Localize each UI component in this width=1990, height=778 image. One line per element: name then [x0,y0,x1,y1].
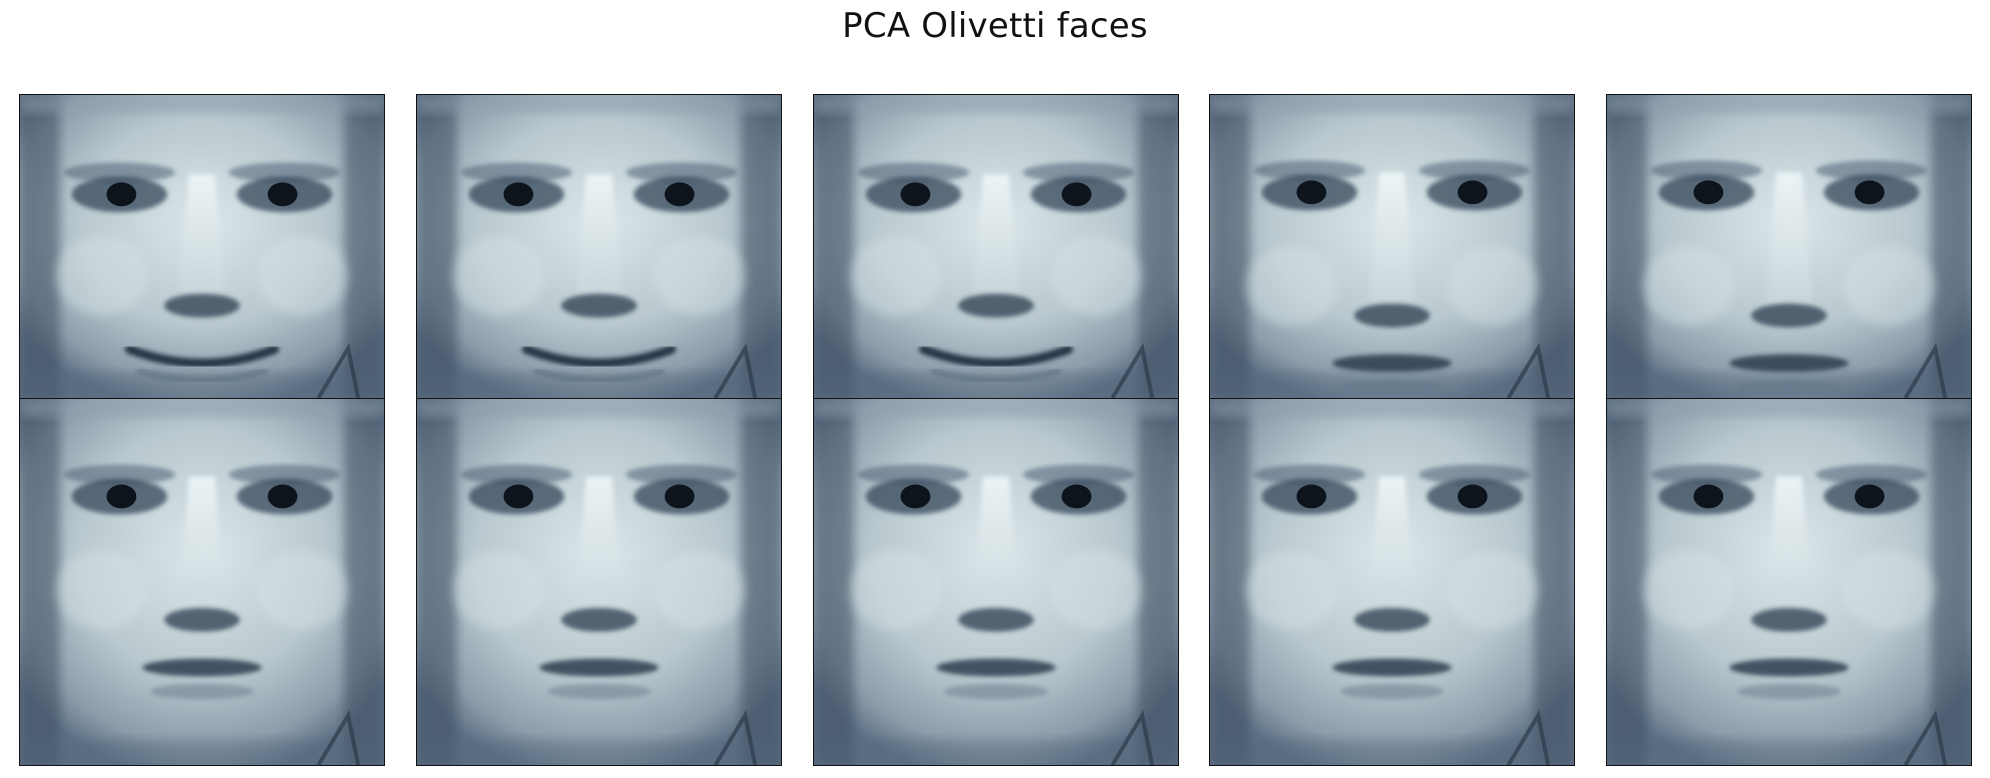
face-image-9 [1209,398,1575,766]
face-image-6 [19,398,385,766]
face-image-2 [416,94,782,399]
face-image-1 [19,94,385,399]
figure-title: PCA Olivetti faces [842,6,1148,46]
face-image-4 [1209,94,1575,399]
face-image-5 [1606,94,1972,399]
face-image-10 [1606,398,1972,766]
face-image-7 [416,398,782,766]
face-image-3 [813,94,1179,399]
face-image-8 [813,398,1179,766]
